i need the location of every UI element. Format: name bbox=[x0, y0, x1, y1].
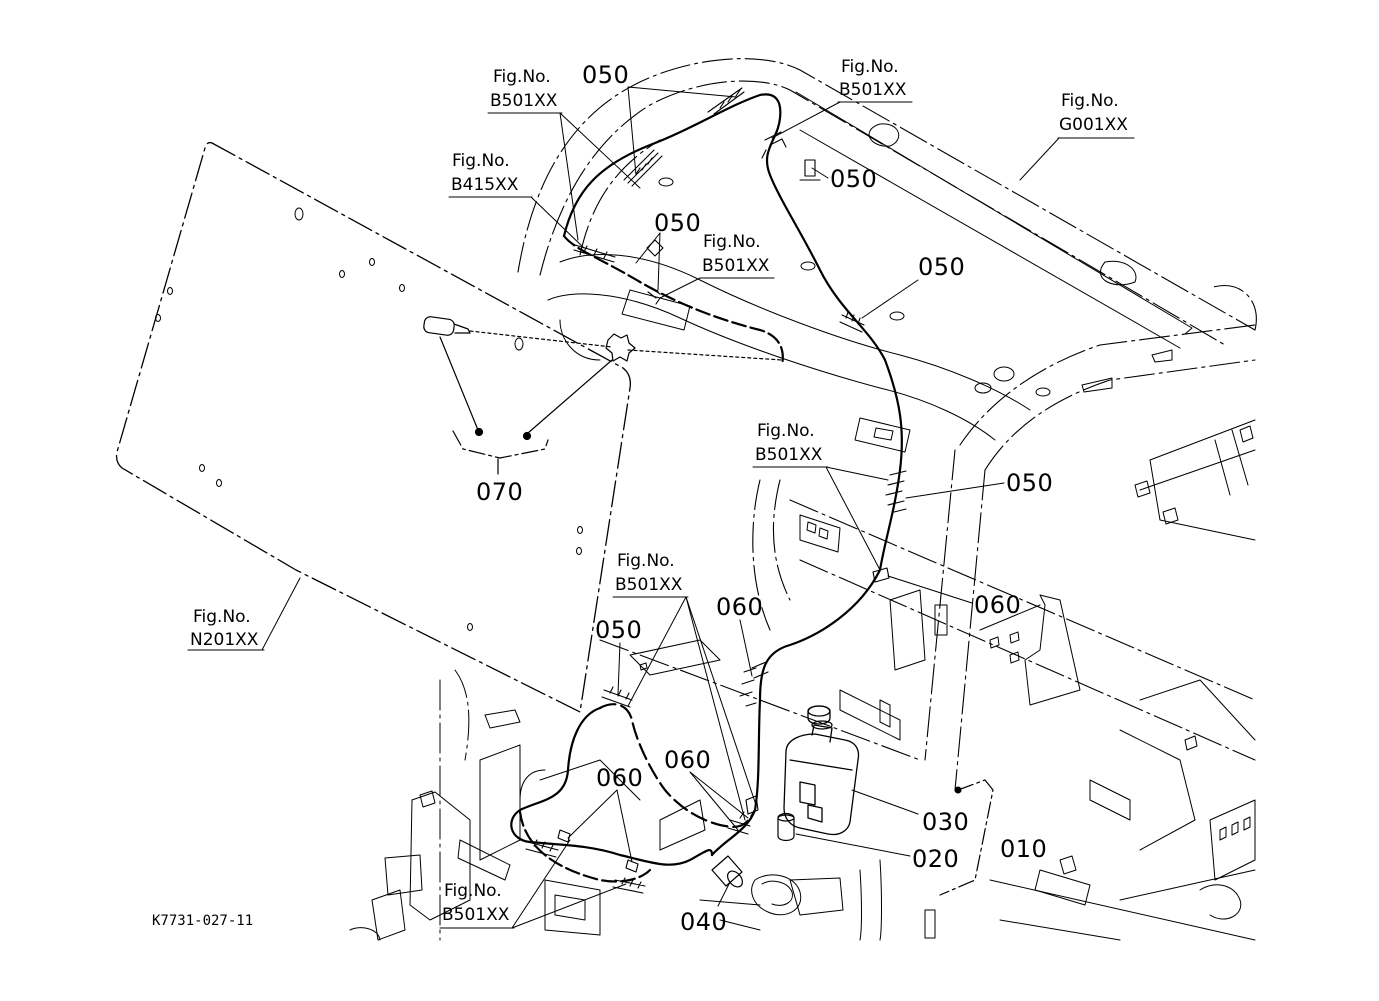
fig-ref-code-n201xx: N201XX bbox=[190, 630, 259, 650]
fig-ref-label: Fig.No. bbox=[703, 232, 761, 252]
fig-code-underlines bbox=[187, 101, 1135, 929]
fig-ref-label: Fig.No. bbox=[841, 57, 899, 77]
cab-roof bbox=[517, 58, 1256, 346]
fig-ref-label: Fig.No. bbox=[493, 67, 551, 87]
part-number-050: 050 bbox=[830, 165, 878, 193]
part-number-030: 030 bbox=[922, 808, 970, 836]
washer-hose-end bbox=[711, 855, 743, 888]
bracket-070 bbox=[452, 430, 549, 459]
fig-ref-code-b501xx: B501XX bbox=[615, 575, 683, 595]
fig-ref-label: Fig.No. bbox=[1061, 91, 1119, 111]
part-number-050: 050 bbox=[918, 253, 966, 281]
cab-roof-inner bbox=[795, 91, 1193, 393]
leader-lines bbox=[261, 86, 1060, 929]
fig-ref-label: Fig.No. bbox=[617, 551, 675, 571]
washer-tank bbox=[783, 705, 860, 836]
fig-ref-code-b501xx: B501XX bbox=[839, 80, 907, 100]
fig-ref-code-b501xx: B501XX bbox=[490, 91, 558, 111]
part-number-060: 060 bbox=[664, 746, 712, 774]
part-number-060: 060 bbox=[596, 764, 644, 792]
fig-ref-code-b501xx: B501XX bbox=[755, 445, 823, 465]
part-number-050: 050 bbox=[654, 209, 702, 237]
cab-floor bbox=[599, 479, 1256, 761]
fig-ref-code-g001xx: G001XX bbox=[1059, 115, 1128, 135]
fig-ref-label: Fig.No. bbox=[444, 881, 502, 901]
cab-floor-details bbox=[629, 514, 1256, 941]
cab-dashboard-panel bbox=[547, 177, 1051, 453]
washer-motor bbox=[777, 812, 795, 842]
part-number-020: 020 bbox=[912, 845, 960, 873]
fig-ref-label: Fig.No. bbox=[193, 607, 251, 627]
part-number-070: 070 bbox=[476, 478, 524, 506]
washer-nozzle bbox=[423, 316, 783, 441]
part-number-010: 010 bbox=[1000, 835, 1048, 863]
fig-ref-code-b501xx: B501XX bbox=[702, 256, 770, 276]
part-number-050: 050 bbox=[582, 61, 630, 89]
part-number-040: 040 bbox=[680, 908, 728, 936]
part-number-060: 060 bbox=[974, 591, 1022, 619]
fig-ref-label: Fig.No. bbox=[452, 151, 510, 171]
fig-ref-label: Fig.No. bbox=[757, 421, 815, 441]
lower-center-frame bbox=[699, 859, 882, 941]
windshield-holes bbox=[155, 207, 583, 631]
diagram-code: K7731-027-11 bbox=[152, 913, 254, 929]
cab-right-pillar bbox=[924, 285, 1257, 791]
fig-ref-code-b415xx: B415XX bbox=[451, 175, 519, 195]
hose-clips bbox=[525, 87, 907, 894]
lower-left-frame bbox=[349, 669, 706, 941]
part-number-050: 050 bbox=[1006, 469, 1054, 497]
windshield-glass bbox=[115, 141, 631, 713]
cab-right-structure bbox=[1134, 419, 1256, 541]
bracket-010 bbox=[939, 779, 994, 896]
part-number-050: 050 bbox=[595, 616, 643, 644]
fig-ref-code-b501xx: B501XX bbox=[442, 905, 510, 925]
part-number-060: 060 bbox=[716, 593, 764, 621]
